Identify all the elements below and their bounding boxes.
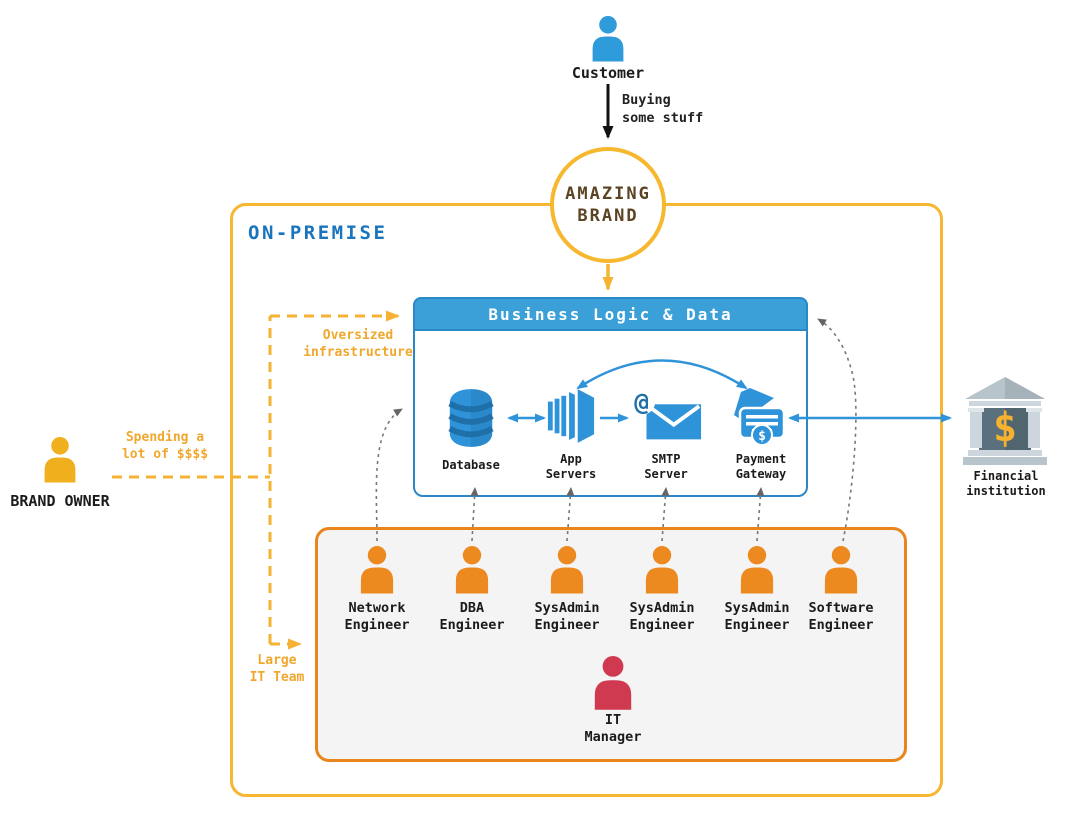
- app-servers-icon: [547, 389, 595, 443]
- sysadmin-engineer-2-label: SysAdmin Engineer: [629, 600, 695, 634]
- software-engineer-icon: [818, 544, 864, 594]
- brand-owner-label: BRAND OWNER: [10, 492, 110, 510]
- sysadmin-engineer-3-label: SysAdmin Engineer: [724, 600, 790, 634]
- at-symbol: @: [634, 387, 649, 416]
- payment-gateway-icon: $: [734, 388, 786, 447]
- network-engineer-label: Network Engineer: [344, 600, 410, 634]
- database-icon: [448, 389, 494, 447]
- brand-owner-icon: [38, 433, 82, 485]
- amazing-brand-node: AMAZING BRAND: [550, 147, 666, 263]
- large-it-team-annotation: Large IT Team: [249, 653, 305, 685]
- database-label: Database: [442, 458, 500, 472]
- dba-engineer-label: DBA Engineer: [439, 600, 505, 634]
- it-manager-icon: [587, 654, 639, 710]
- it-team-box: [315, 527, 907, 762]
- spending-annotation: Spending a lot of $$$$: [121, 430, 209, 462]
- sysadmin-engineer-1-icon: [544, 544, 590, 594]
- on-premise-label: ON-PREMISE: [248, 222, 388, 244]
- bank-dollar-symbol: $: [993, 405, 1017, 451]
- sysadmin-engineer-2-icon: [639, 544, 685, 594]
- sysadmin-engineer-1-label: SysAdmin Engineer: [534, 600, 600, 634]
- sysadmin-engineer-3-icon: [734, 544, 780, 594]
- dba-engineer-icon: [449, 544, 495, 594]
- customer-label: Customer: [571, 64, 645, 82]
- smtp-server-label: SMTP Server: [644, 452, 688, 482]
- coin-dollar-symbol: $: [758, 429, 766, 444]
- app-servers-label: App Servers: [545, 452, 597, 482]
- buying-note: Buying some stuff: [622, 92, 704, 127]
- oversized-annotation: Oversized infrastructure: [303, 328, 413, 360]
- it-manager-label: IT Manager: [584, 712, 642, 746]
- network-engineer-icon: [354, 544, 400, 594]
- financial-institution-icon: $: [963, 377, 1047, 465]
- customer-icon: [586, 13, 630, 63]
- payment-gateway-label: Payment Gateway: [735, 452, 787, 482]
- business-logic-header: Business Logic & Data: [413, 297, 808, 331]
- smtp-server-icon: @: [627, 387, 702, 440]
- financial-institution-label: Financial institution: [966, 469, 1046, 499]
- software-engineer-label: Software Engineer: [808, 600, 874, 634]
